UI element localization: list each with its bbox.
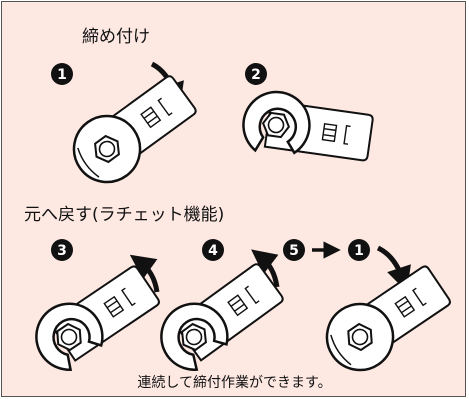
heading-tighten: 締め付け: [82, 27, 150, 47]
wrench-icon: [147, 253, 289, 381]
wrench-icon: [238, 86, 376, 168]
svg-text:1: 1: [354, 243, 364, 259]
wrench-icon: [59, 65, 205, 197]
step-badge-1-repeat: 1: [348, 239, 370, 261]
svg-text:3: 3: [57, 243, 67, 259]
svg-text:2: 2: [251, 67, 261, 83]
svg-text:4: 4: [208, 243, 218, 259]
step-badge-5: 5: [283, 239, 305, 261]
svg-text:1: 1: [57, 67, 67, 83]
caption: 連続して締付作業ができます。: [137, 375, 332, 391]
step-badge-2: 2: [245, 63, 267, 85]
wrench-icon: [22, 255, 165, 380]
step-badge-1: 1: [51, 63, 73, 85]
curved-arrow-icon: [251, 249, 280, 288]
curved-arrow-icon: [129, 254, 160, 293]
step-badge-4: 4: [202, 239, 224, 261]
svg-text:5: 5: [289, 243, 299, 259]
wrench-icon: [312, 255, 459, 385]
step-badge-3: 3: [51, 239, 73, 261]
curved-arrow-icon: [376, 245, 411, 292]
heading-return-ratchet: 元へ戻す(ラチェット機能): [24, 205, 225, 225]
